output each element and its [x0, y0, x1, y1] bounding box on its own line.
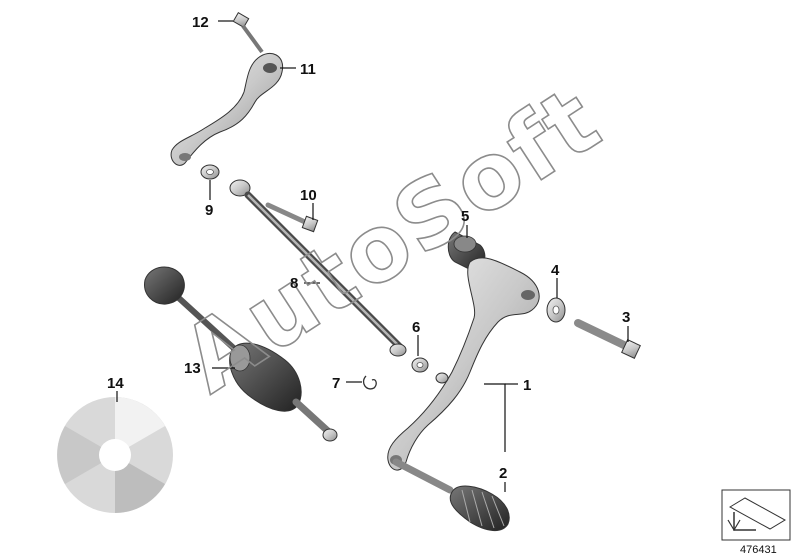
part-10-bolt: [265, 202, 319, 233]
part-6-washer: [411, 357, 429, 373]
part-9-washer: [200, 164, 220, 180]
part-1-shift-lever: [387, 257, 540, 494]
callout-1: 1: [523, 377, 531, 394]
part-11-bracket: [170, 53, 284, 166]
callout-11: 11: [300, 61, 316, 78]
callout-7: 7: [332, 375, 340, 392]
callout-14: 14: [107, 375, 124, 392]
part-7-clip: [362, 375, 377, 390]
callout-8: 8: [290, 275, 298, 292]
callout-labels: 12 11 9 10 8 5 4 3 6 7 1 2 13 14: [107, 14, 630, 482]
part-14-decal: [57, 397, 173, 513]
leader-lines: [116, 20, 629, 492]
callout-5: 5: [461, 208, 469, 225]
callout-13: 13: [184, 360, 201, 377]
callout-2: 2: [499, 465, 507, 482]
callout-4: 4: [551, 262, 560, 279]
part-4-washer: [546, 297, 566, 323]
callout-6: 6: [412, 319, 420, 336]
reference-icon: [721, 489, 791, 541]
callout-12: 12: [192, 14, 209, 31]
part-3-bolt: [574, 319, 641, 359]
callout-9: 9: [205, 202, 213, 219]
callout-3: 3: [622, 309, 630, 326]
part-12-bolt: [232, 11, 264, 54]
part-8-shift-rod: [229, 179, 407, 357]
part-2-shift-peg: [449, 485, 510, 531]
reference-number: 476431: [740, 544, 777, 556]
callout-10: 10: [300, 187, 317, 204]
part-13-shift-assistant: [144, 266, 338, 442]
